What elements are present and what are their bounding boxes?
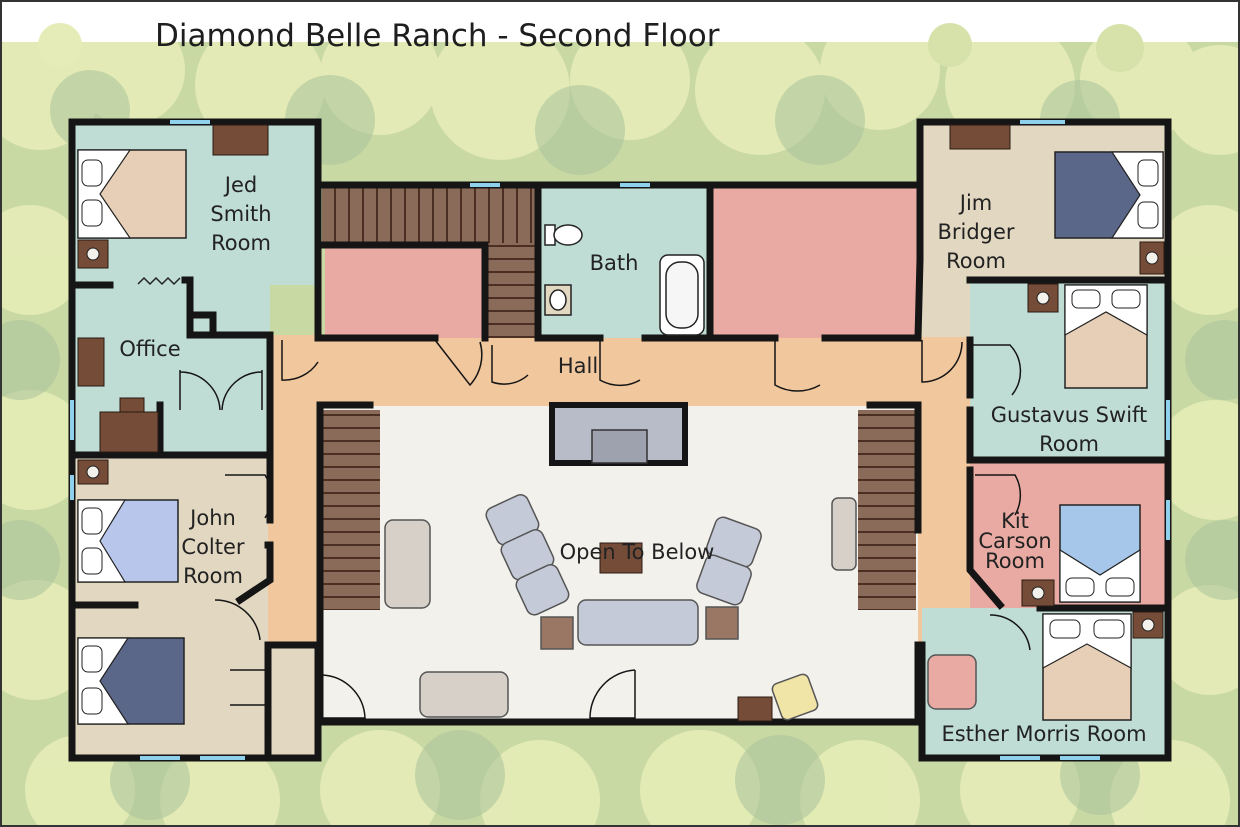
stairs-top [322, 188, 537, 243]
east-hall-floor [918, 335, 970, 645]
room-label-kit-carson-line-1: Kit [1001, 509, 1029, 533]
hall-floor [270, 335, 970, 413]
room-label-jed-smith-line-3: Room [211, 231, 271, 255]
windows [70, 120, 1170, 760]
room-label-jim-bridger-line-1: Jim [958, 191, 992, 215]
room-label-john-colter-line-2: Colter [181, 535, 244, 559]
room-label-kit-carson-line-3: Room [985, 549, 1045, 573]
room-label-hall: Hall [558, 354, 598, 378]
open-area-furniture [384, 402, 977, 721]
room-label-open-to-below: Open To Below [560, 540, 715, 564]
page-title: Diamond Belle Ranch - Second Floor [155, 18, 720, 54]
pink-room-west [325, 248, 485, 338]
room-label-esther-morris: Esther Morris Room [941, 722, 1146, 746]
room-label-jed-smith-line-2: Smith [210, 202, 271, 226]
tree-top-edge-3 [1096, 24, 1144, 72]
room-label-gustavus-swift-line-2: Room [1039, 432, 1099, 456]
room-label-bath: Bath [590, 251, 639, 275]
tree-top-edge-1 [38, 23, 82, 67]
nightstand-lamps [86, 247, 1159, 632]
stairs-east [858, 410, 916, 610]
room-label-john-colter-line-3: Room [183, 564, 243, 588]
room-label-jim-bridger-line-3: Room [946, 249, 1006, 273]
beds [77, 149, 1164, 725]
closet-floor [268, 645, 318, 755]
bath-fixtures [544, 224, 705, 336]
room-label-kit-carson-line-2: Carson [978, 529, 1051, 553]
room-label-jed-smith-line-1: Jed [223, 173, 257, 197]
room-label-office: Office [119, 337, 180, 361]
pink-room-east [712, 188, 920, 338]
tree-top-edge-2 [928, 23, 972, 67]
stairs-west [322, 410, 380, 610]
room-label-gustavus-swift-line-1: Gustavus Swift [991, 403, 1148, 427]
room-label-john-colter-line-1: John [188, 506, 236, 530]
west-hall-floor [265, 335, 323, 645]
sky-band [0, 0, 1240, 42]
door-swings [179, 339, 1031, 741]
room-label-jim-bridger-line-2: Bridger [937, 220, 1014, 244]
closet-zigzag [137, 276, 181, 286]
stairs-top-turn [488, 243, 537, 338]
